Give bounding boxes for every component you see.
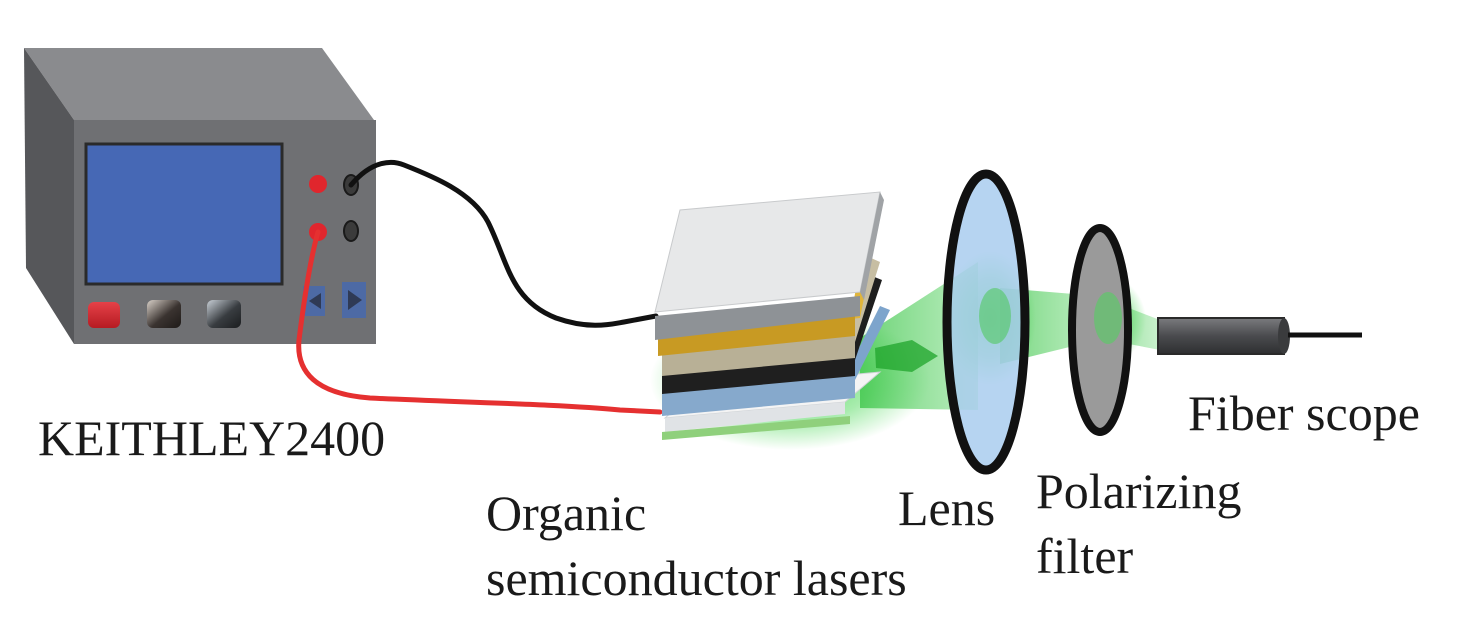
emission-arrow: [875, 340, 938, 372]
fiber-probe-body: [1157, 317, 1285, 355]
device-label-line2: semiconductor lasers: [486, 550, 907, 606]
fiber-probe-end: [1278, 318, 1290, 354]
layer-substrate-front-white: [665, 402, 845, 432]
fiber-label: Fiber scope: [1188, 385, 1420, 441]
polarizer-label-line2: filter: [1036, 528, 1134, 584]
function-button-2: [207, 300, 241, 328]
lens-label: Lens: [898, 480, 996, 536]
lens-beam-spot: [979, 288, 1011, 344]
layer-blue-front: [662, 374, 855, 416]
layer-white-side: [860, 192, 884, 300]
arrow-right-icon: [348, 290, 362, 310]
oled-layer-stack-icon: [654, 191, 890, 440]
power-button: [88, 302, 120, 328]
layer-black-front: [662, 354, 855, 394]
layer-white-top: [654, 191, 881, 313]
layer-gray-front: [655, 296, 860, 340]
layer-green-bottom: [662, 416, 850, 440]
red-terminal-top: [309, 175, 327, 193]
polarizer-icon: [1068, 224, 1132, 436]
black-terminal-bottom: [343, 220, 359, 242]
lens-icon: [942, 169, 1030, 475]
function-button-1: [147, 300, 181, 328]
arrow-left-icon: [309, 293, 321, 309]
fiber-probe-icon: [1157, 317, 1362, 355]
layer-gold-front: [658, 312, 855, 356]
red-wire: [296, 229, 663, 415]
keithley-source-meter-icon: [24, 48, 376, 344]
instrument-top-face: [24, 48, 374, 120]
black-wire: [348, 159, 659, 328]
instrument-screen: [84, 142, 284, 286]
layer-beige-front: [662, 336, 855, 376]
instrument-side-face: [24, 48, 74, 344]
device-label-line1: Organic: [486, 485, 647, 541]
keithley-label: KEITHLEY2400: [38, 410, 386, 466]
filter-beam-spot: [1094, 292, 1122, 344]
polarizer-label-line1: Polarizing: [1036, 463, 1242, 519]
